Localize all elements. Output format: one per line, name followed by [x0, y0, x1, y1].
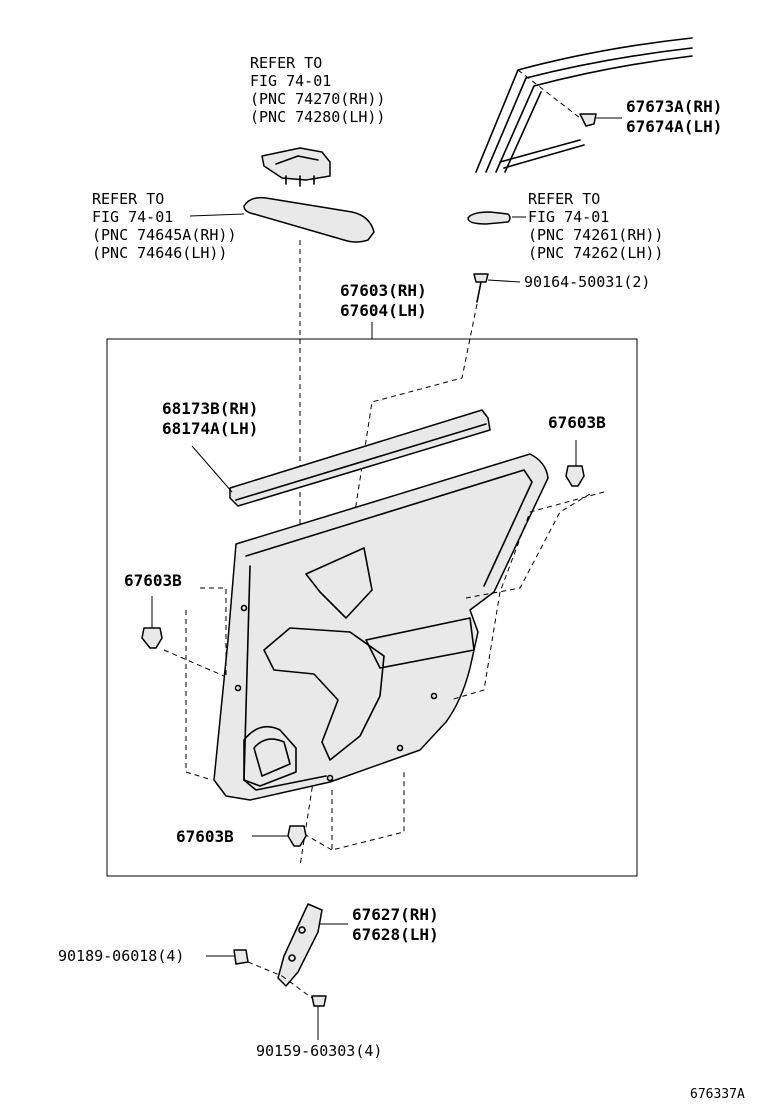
- clip-67603b-bottom: [252, 825, 307, 847]
- clip-dash-bottom-2: [303, 833, 333, 851]
- window-frame-part: [475, 37, 693, 173]
- handle-cap-part: [467, 211, 526, 225]
- clip-dash-left: [185, 587, 227, 781]
- armrest-cover-part: [189, 196, 375, 243]
- screw-90164-part: [473, 273, 521, 303]
- refer-left-label: REFER TO FIG 74-01 (PNC 74645A(RH)) (PNC…: [92, 190, 246, 262]
- part-68173b-label: 68173B(RH) 68174A(LH): [162, 399, 268, 438]
- clip-67673a-part: [579, 113, 622, 127]
- part-67603b-bottom-label: 67603B: [176, 827, 234, 846]
- part-67603b-left-label: 67603B: [124, 571, 182, 590]
- bracket-67627-part: [277, 903, 348, 987]
- switch-base-part: [261, 147, 331, 187]
- part-67673a-label: 67673A(RH) 67674A(LH): [626, 97, 732, 136]
- clip-67603b-right: [565, 440, 585, 487]
- part-67603-label: 67603(RH) 67604(LH): [340, 281, 436, 320]
- clip-dash-right: [449, 491, 605, 701]
- part-90159-label: 90159-60303(4): [256, 1042, 382, 1060]
- part-90164-label: 90164-50031(2): [524, 273, 650, 291]
- refer-right-label: REFER TO FIG 74-01 (PNC 74261(RH)) (PNC …: [528, 190, 673, 262]
- clip-67603b-left: [141, 596, 163, 649]
- nut-90189-part: [206, 949, 283, 977]
- refer-top-label: REFER TO FIG 74-01 (PNC 74270(RH)) (PNC …: [250, 54, 395, 126]
- part-90189-label: 90189-06018(4): [58, 947, 184, 965]
- part-67603b-right-label: 67603B: [548, 413, 606, 432]
- clip-dash-left-2: [163, 649, 225, 677]
- clip-dash-right-2: [465, 493, 591, 599]
- screw-90159-part: [281, 975, 327, 1040]
- part-67627-label: 67627(RH) 67628(LH): [352, 905, 448, 944]
- belt-moulding-part: [191, 409, 491, 507]
- screw-dash-line: [299, 303, 478, 867]
- door-trim-panel-part: [213, 453, 549, 801]
- clip-dash-bottom: [331, 770, 405, 851]
- figure-code-label: 676337A: [690, 1087, 745, 1102]
